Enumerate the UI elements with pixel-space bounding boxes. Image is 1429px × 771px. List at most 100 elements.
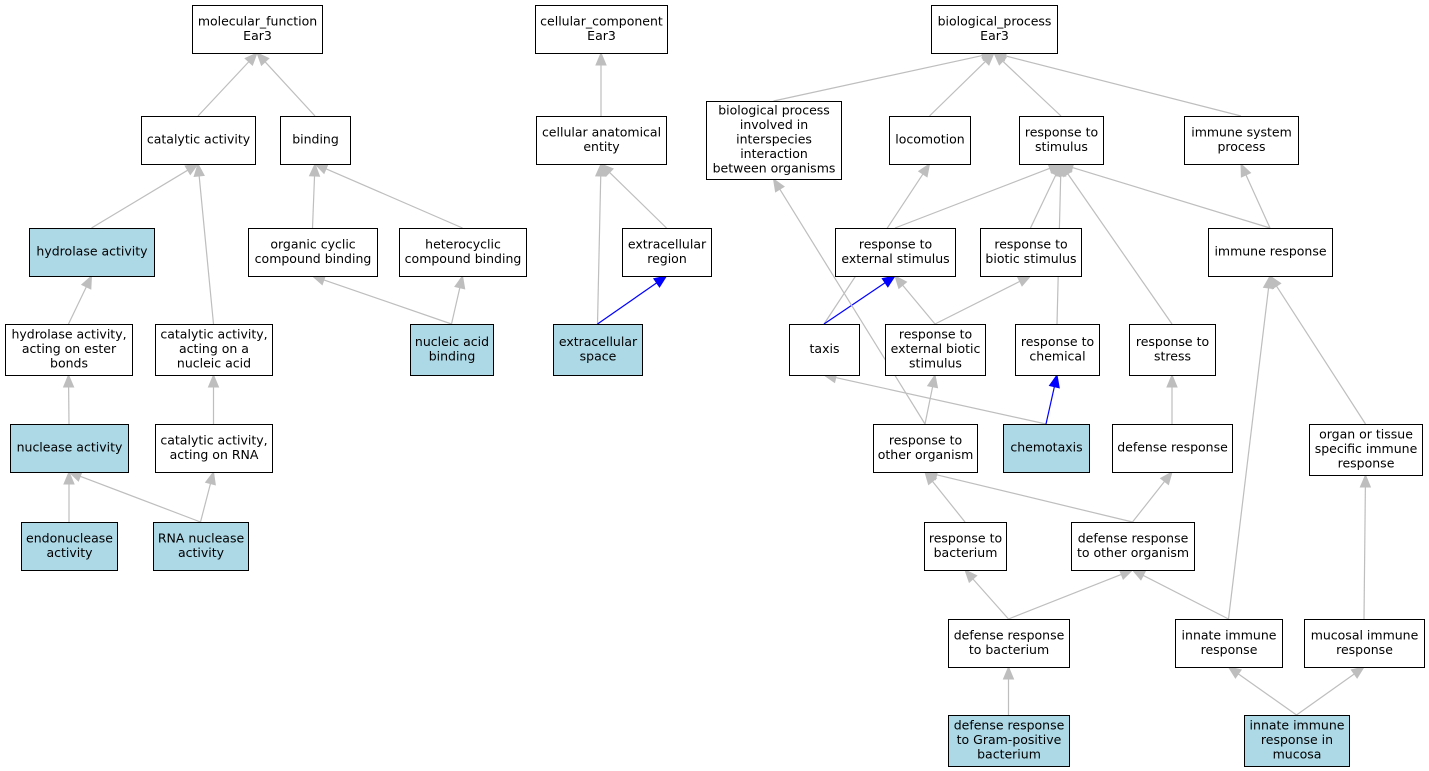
- edge-hydro-to-cat: [91, 163, 200, 229]
- edge-line: [1276, 285, 1367, 425]
- node-label-line: binding: [429, 348, 476, 363]
- node-label-line: catalytic activity,: [160, 327, 267, 342]
- node-box: [1112, 424, 1233, 473]
- node-box: [192, 5, 323, 54]
- arrowhead-icon: [1016, 275, 1032, 287]
- edge-line: [1045, 386, 1055, 425]
- node-label-line: external biotic: [891, 341, 981, 356]
- node-label-line: nucleic acid: [415, 334, 489, 349]
- node-label-line: response: [1338, 456, 1395, 471]
- arrowhead-icon: [917, 162, 931, 178]
- arrowhead-icon: [454, 274, 466, 290]
- edge-line: [596, 175, 602, 325]
- node-box: [280, 116, 351, 165]
- node-label-line: heterocyclic: [425, 236, 501, 251]
- edge-bpinter-to-bp: [773, 50, 996, 102]
- edge-line: [199, 483, 212, 523]
- node-box: [553, 324, 643, 376]
- edge-line: [1363, 486, 1366, 620]
- nodes-layer: molecular_functionEar3cellular_component…: [5, 5, 1425, 767]
- arrowhead-icon: [1227, 666, 1243, 679]
- node-label-line: defense response: [954, 718, 1065, 733]
- node-label-line: between organisms: [713, 161, 836, 176]
- node-box: [10, 424, 129, 473]
- arrowhead-icon: [204, 470, 216, 486]
- edge-line: [1002, 60, 1062, 117]
- edge-line: [936, 474, 1133, 523]
- edge-line: [972, 578, 1009, 620]
- edge-line: [1296, 673, 1355, 716]
- edge-cat-to-mf: [197, 52, 258, 117]
- node-label-line: cellular anatomical: [542, 124, 661, 139]
- node-label-line: endonuclease: [26, 530, 113, 545]
- node-label-line: taxis: [810, 341, 840, 356]
- edge-line: [597, 282, 657, 325]
- arrowhead-icon: [881, 275, 897, 288]
- node-label-line: nucleic acid: [177, 356, 251, 371]
- edge-line: [198, 175, 215, 325]
- node-box: [155, 324, 273, 376]
- arrowhead-icon: [652, 275, 668, 288]
- node-box: [835, 228, 956, 277]
- edge-line: [779, 188, 926, 425]
- node-label-line: compound binding: [405, 251, 522, 266]
- node-label-line: activity: [46, 545, 93, 560]
- node-box: [1015, 324, 1100, 376]
- edge-isp-to-bp: [992, 50, 1242, 117]
- edge-line: [1227, 287, 1270, 620]
- edge-line: [1245, 174, 1271, 229]
- node-label-line: compound binding: [255, 251, 372, 266]
- node-box: [924, 522, 1007, 571]
- arrowhead-icon: [1262, 274, 1275, 290]
- edge-line: [197, 61, 250, 117]
- node-box: [248, 228, 378, 277]
- node-label-line: biotic stimulus: [985, 251, 1076, 266]
- arrowhead-icon: [926, 373, 939, 389]
- node-label-line: immune response: [1214, 244, 1326, 259]
- node-box: [399, 228, 527, 277]
- arrowhead-icon: [1002, 665, 1015, 680]
- node-label-line: acting on a: [179, 341, 249, 356]
- node-defresp: defense response: [1112, 424, 1233, 473]
- node-box: [789, 324, 860, 376]
- node-box: [1208, 228, 1333, 277]
- edge-line: [773, 54, 983, 102]
- edge-rnanuc-to-nuclease: [67, 471, 201, 523]
- arrowhead-icon: [1166, 373, 1178, 388]
- edge-line: [924, 386, 934, 425]
- node-label-line: RNA nuclease: [158, 530, 245, 545]
- node-label-line: bacterium: [934, 545, 998, 560]
- edge-innate-to-immresp: [1227, 274, 1275, 620]
- edge-line: [1237, 673, 1297, 716]
- arrowhead-icon: [308, 162, 321, 177]
- node-label-line: response in: [1261, 732, 1333, 747]
- node-label-line: region: [647, 251, 687, 266]
- node-label-line: catalytic activity: [147, 132, 251, 147]
- edge-line: [1029, 174, 1057, 229]
- edge-rnanuc-to-catrna: [199, 470, 216, 523]
- node-label-line: to bacterium: [969, 642, 1049, 657]
- edge-binding-to-mf: [256, 52, 316, 117]
- edge-hcb-to-binding: [313, 163, 463, 229]
- edge-excspace-to-cae: [594, 162, 607, 325]
- edge-otsir-to-immresp: [1269, 274, 1367, 425]
- node-binding: binding: [280, 116, 351, 165]
- arrowhead-icon: [1240, 162, 1252, 178]
- arrowhead-icon: [63, 470, 75, 485]
- edge-line: [264, 61, 316, 117]
- node-label-line: to other organism: [1077, 545, 1189, 560]
- node-label-line: response: [1336, 642, 1393, 657]
